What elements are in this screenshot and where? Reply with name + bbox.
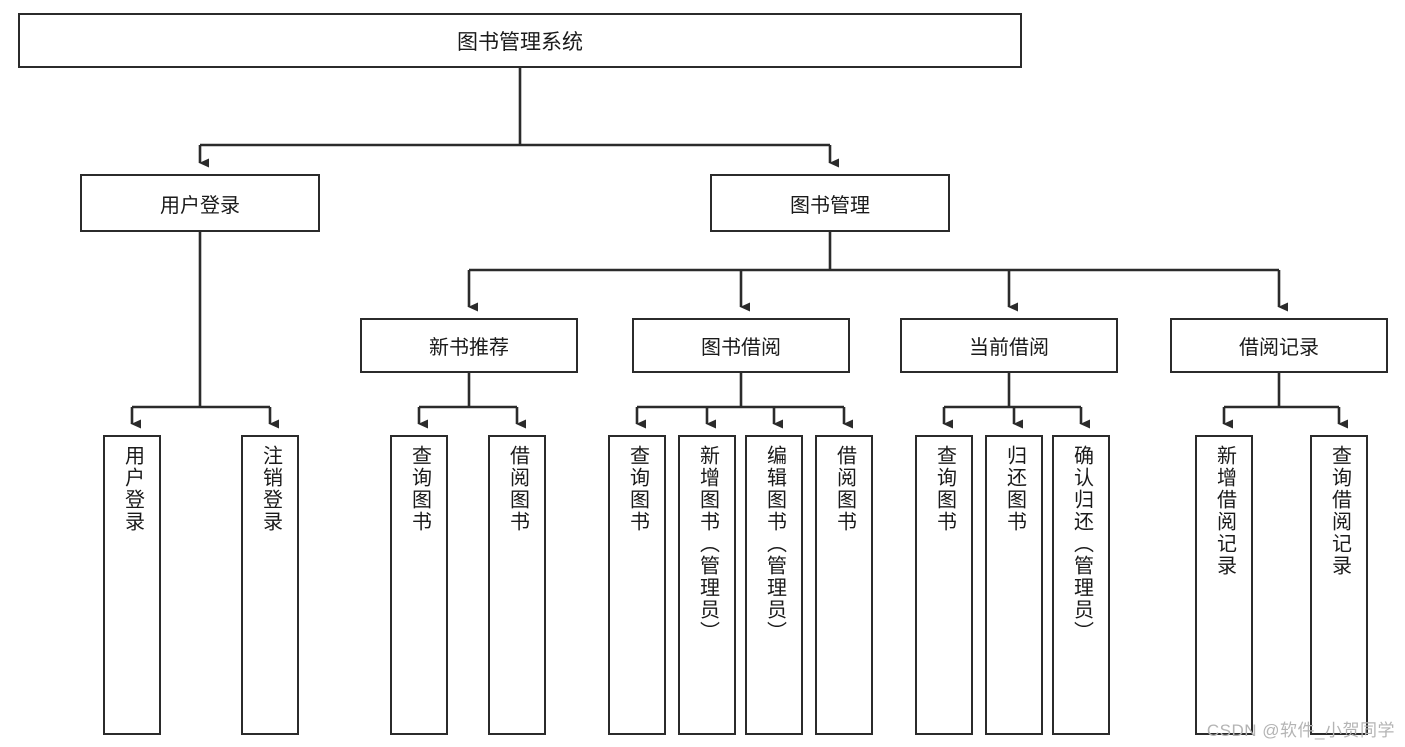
node-label: 借阅图书: [506, 445, 529, 533]
node-label: 查询图书: [626, 445, 649, 533]
node-label: 借阅图书: [833, 445, 856, 533]
node-label: 新书推荐: [429, 337, 509, 359]
leaf-add-book[interactable]: 新增图书（管理员）: [678, 435, 736, 735]
node-label: 归还图书: [1003, 445, 1026, 533]
node-label: 新增借阅记录: [1213, 445, 1236, 577]
leaf-user-logout[interactable]: 注销登录: [241, 435, 299, 735]
node-label: 确认归还（管理员）: [1070, 445, 1093, 643]
node-borrow-record[interactable]: 借阅记录: [1170, 318, 1388, 373]
leaf-borrow-book-1[interactable]: 借阅图书: [488, 435, 546, 735]
leaf-add-record[interactable]: 新增借阅记录: [1195, 435, 1253, 735]
leaf-confirm-return[interactable]: 确认归还（管理员）: [1052, 435, 1110, 735]
node-new-book-rec[interactable]: 新书推荐: [360, 318, 578, 373]
node-user-login[interactable]: 用户登录: [80, 174, 320, 232]
node-label: 新增图书（管理员）: [696, 445, 719, 643]
node-label: 图书管理: [790, 194, 870, 217]
node-label: 注销登录: [259, 445, 282, 533]
node-label: 图书管理系统: [457, 30, 583, 54]
leaf-borrow-book-2[interactable]: 借阅图书: [815, 435, 873, 735]
leaf-edit-book[interactable]: 编辑图书（管理员）: [745, 435, 803, 735]
leaf-query-book-1[interactable]: 查询图书: [390, 435, 448, 735]
node-label: 查询图书: [933, 445, 956, 533]
node-label: 查询图书: [408, 445, 431, 533]
node-label: 用户登录: [160, 194, 240, 217]
leaf-user-login[interactable]: 用户登录: [103, 435, 161, 735]
leaf-query-book-2[interactable]: 查询图书: [608, 435, 666, 735]
node-label: 图书借阅: [701, 337, 781, 359]
node-label: 用户登录: [121, 445, 144, 533]
node-label: 当前借阅: [969, 337, 1049, 359]
leaf-return-book[interactable]: 归还图书: [985, 435, 1043, 735]
node-label: 编辑图书（管理员）: [763, 445, 786, 643]
node-book-borrow[interactable]: 图书借阅: [632, 318, 850, 373]
node-root[interactable]: 图书管理系统: [18, 13, 1022, 68]
csdn-watermark: CSDN @软件_小贺同学: [1206, 721, 1395, 740]
leaf-query-record[interactable]: 查询借阅记录: [1310, 435, 1368, 735]
node-book-manage[interactable]: 图书管理: [710, 174, 950, 232]
node-current-borrow[interactable]: 当前借阅: [900, 318, 1118, 373]
node-label: 查询借阅记录: [1328, 445, 1351, 577]
node-label: 借阅记录: [1239, 337, 1319, 359]
leaf-query-book-3[interactable]: 查询图书: [915, 435, 973, 735]
